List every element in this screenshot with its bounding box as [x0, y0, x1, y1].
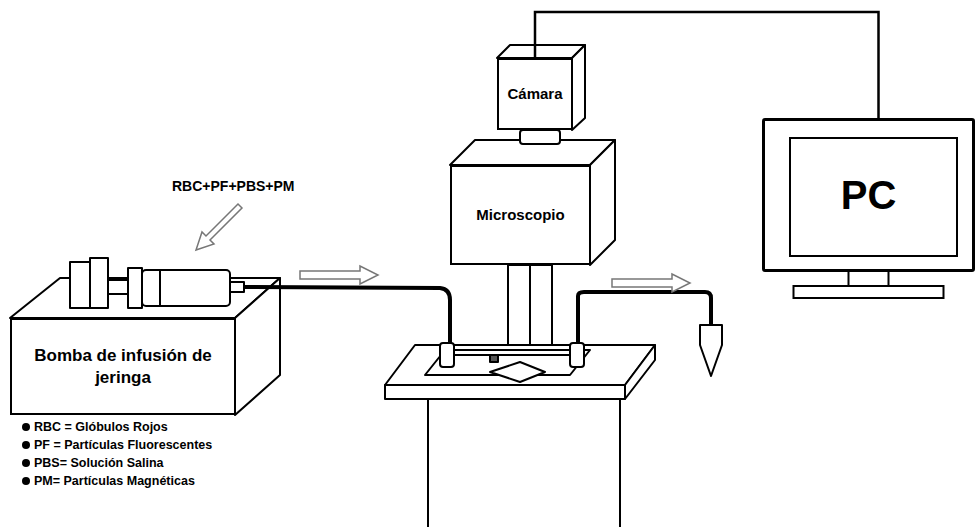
node-text: Cámara: [507, 85, 562, 104]
legend-row: PM= Partículas Magnéticas: [22, 474, 195, 488]
pump-box: Bomba de infusión de jeringa: [10, 318, 236, 415]
node-text: Bomba de infusión de jeringa: [16, 345, 230, 388]
cable-connector: [535, 12, 879, 118]
node-text: PC: [841, 170, 897, 220]
legend-bullet: [22, 441, 30, 449]
legend-text: PBS= Solución Salina: [34, 456, 164, 470]
camera-box: Cámara: [497, 58, 573, 130]
legend-bullet: [22, 459, 30, 467]
legend-text: RBC = Glóbulos Rojos: [34, 420, 168, 434]
legend-row: PF = Partículas Fluorescentes: [22, 438, 212, 452]
legend-bullet: [22, 423, 30, 431]
microscope-box: Microscopio: [450, 165, 591, 265]
legend-row: PBS= Solución Salina: [22, 456, 164, 470]
monitor-stand: [794, 272, 944, 298]
node-text: Microscopio: [476, 206, 564, 225]
microscope-side: [590, 140, 615, 265]
pump-side: [235, 278, 280, 415]
mixture-label: RBC+PF+PBS+PM: [172, 178, 295, 194]
legend-text: PM= Partículas Magnéticas: [34, 474, 195, 488]
legend-text: PF = Partículas Fluorescentes: [34, 438, 212, 452]
legend-bullet: [22, 477, 30, 485]
pc-monitor: PC: [762, 118, 975, 272]
legend-row: RBC = Glóbulos Rojos: [22, 420, 168, 434]
